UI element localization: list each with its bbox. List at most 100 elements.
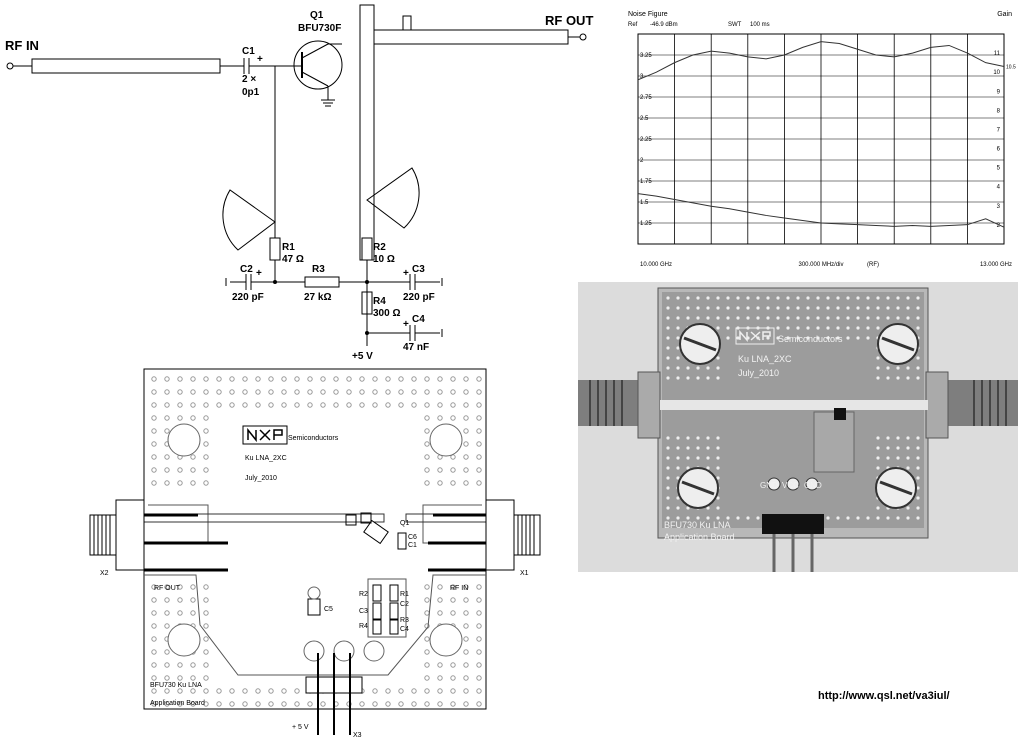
pcb-c5 [307,598,321,616]
photo-via [816,326,820,330]
c2-name: C2 [240,264,253,275]
photo-board-name: Ku LNA_2XC [738,354,792,364]
chart-y-left-tick: 2.75 [640,95,652,101]
photo-via [876,436,880,440]
pcb-via [437,610,443,616]
photo-via [906,516,910,520]
photo-via [836,326,840,330]
photo-via [776,316,780,320]
photo-via [676,356,680,360]
board-c4: C4 [400,626,409,633]
chart-y-left-tick: 1.5 [640,200,649,206]
pcb-via [294,389,300,395]
photo-via [676,296,680,300]
photo-via [756,316,760,320]
photo-via [856,296,860,300]
pcb-via [437,415,443,421]
photo-via [896,376,900,380]
pcb-via [424,441,430,447]
photo-via [726,326,730,330]
pcb-via [151,376,157,382]
source-url[interactable]: http://www.qsl.net/va3iul/ [818,690,950,702]
pcb-via [203,376,209,382]
photo-date: July_2010 [738,368,779,378]
photo-via [686,306,690,310]
pcb-via [203,623,209,629]
photo-via [706,306,710,310]
photo-via [696,306,700,310]
pcb-via [398,389,404,395]
chart-y-left-tick: 2 [640,158,644,164]
photo-via [906,436,910,440]
photo-via [746,316,750,320]
photo-via [736,336,740,340]
pcb-via [463,662,469,668]
photo-via [796,336,800,340]
photo-via [716,496,720,500]
photo-via [896,436,900,440]
pcb-via [346,402,352,408]
pcb-via [437,480,443,486]
pcb-via [164,649,170,655]
pcb-via [359,389,365,395]
chart-y-left-tick: 1.75 [640,179,652,185]
pcb-via [203,441,209,447]
pcb-via [450,376,456,382]
photo-via [726,316,730,320]
photo-via [906,316,910,320]
photo-via [726,306,730,310]
photo-via [876,516,880,520]
photo-via [796,306,800,310]
photo-via [716,466,720,470]
board-rf-in: RF IN [450,585,468,592]
pcb-via [424,688,430,694]
photo-via [686,316,690,320]
pcb-via [437,662,443,668]
pcb-via [268,389,274,395]
pcb-via [164,701,170,707]
photo-via [666,316,670,320]
pcb-via [463,636,469,642]
pcb-via [359,701,365,707]
photo-via [666,346,670,350]
chart-x-center: 300.000 MHz/div [798,262,843,268]
pcb-via [463,389,469,395]
photo-via [856,306,860,310]
pcb-via [411,688,417,694]
chart-y-right-tick: 9 [997,89,1001,95]
photo-via [886,306,890,310]
chart-y-right-tick: 8 [997,108,1001,114]
photo-via [886,446,890,450]
pcb-via [177,701,183,707]
photo-via [786,336,790,340]
photo-via [866,336,870,340]
pcb-via [216,402,222,408]
chart-y-right-tick: 5 [997,166,1001,172]
pcb-via [164,662,170,668]
photo-via [876,316,880,320]
pcb-via [450,597,456,603]
r3-name: R3 [312,264,325,275]
pcb-via [463,441,469,447]
board-r1: R1 [400,591,409,598]
board-rf-out: RF OUT [154,585,181,592]
r4-value: 300 Ω [373,308,400,319]
photo-via [836,306,840,310]
pcb-via [463,701,469,707]
photo-via [886,456,890,460]
photo-via [676,436,680,440]
photo-via [916,456,920,460]
photo-via [696,316,700,320]
pcb-via [437,376,443,382]
pcb-via [372,688,378,694]
photo-via [736,306,740,310]
chart-y-right-tick: 10 [993,70,1000,76]
pcb-via [450,402,456,408]
photo-via [846,296,850,300]
photo-via [806,336,810,340]
chart-y-left-tick: 2.5 [640,116,649,122]
c2-plus: + [256,268,262,279]
photo-via [816,336,820,340]
pcb-via [151,584,157,590]
pcb-via [151,701,157,707]
